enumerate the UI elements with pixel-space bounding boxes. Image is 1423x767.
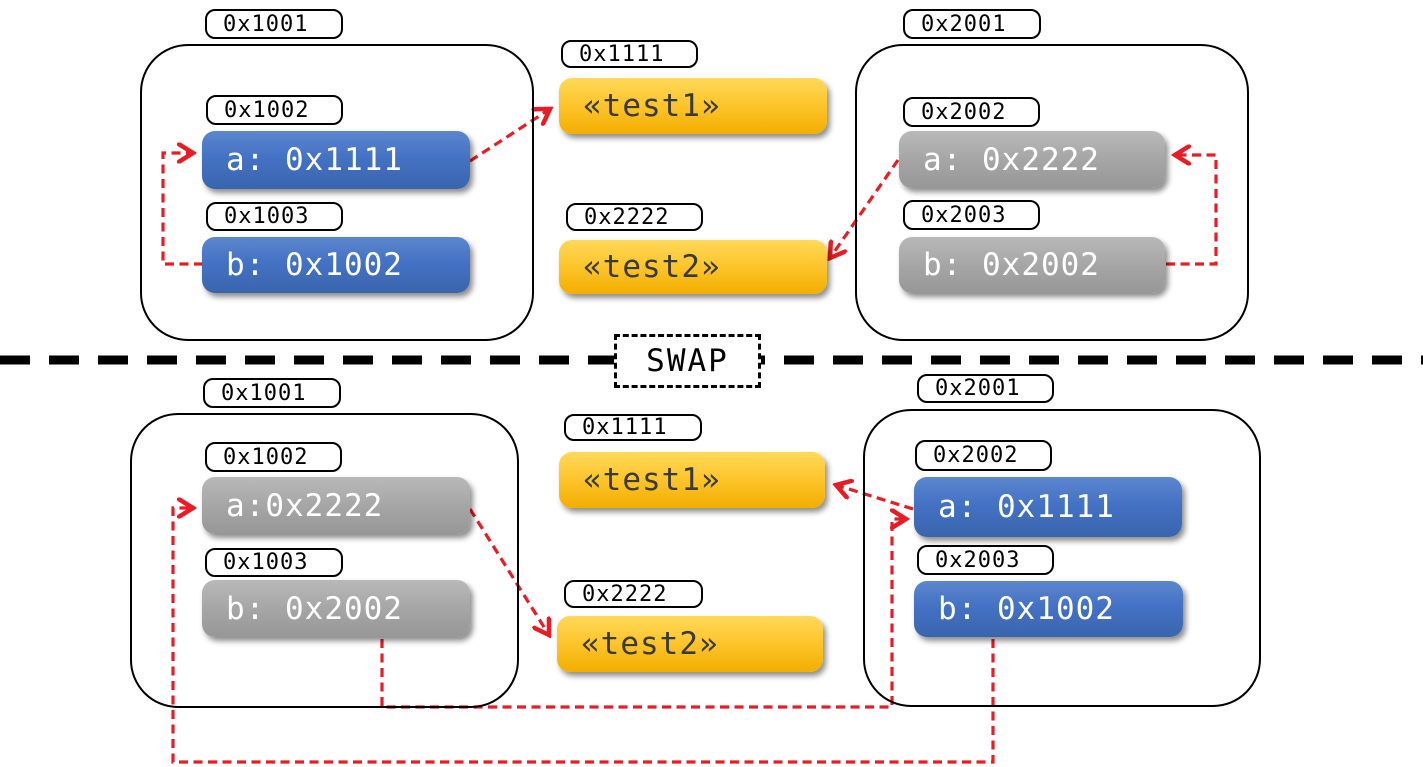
address-tab-slot-b-left-before: 0x1003: [206, 202, 343, 231]
cell-a-right-after: a: 0x1111: [914, 477, 1182, 537]
heap-cell-test1-before: «test1»: [559, 78, 827, 134]
cell-b-left-after: b: 0x2002: [202, 580, 470, 637]
frame-left-before: [140, 44, 534, 341]
cell-b-left-before: b: 0x1002: [202, 237, 470, 293]
frame-right-after: [863, 409, 1261, 707]
address-tab-slot-a-right-before: 0x2002: [903, 97, 1040, 127]
address-tab-frame-right-before: 0x2001: [903, 9, 1041, 39]
address-tab-slot-a-right-after: 0x2002: [915, 440, 1052, 471]
address-tab-test2-before: 0x2222: [566, 203, 703, 231]
cell-a-right-before: a: 0x2222: [899, 131, 1165, 188]
address-tab-test2-after: 0x2222: [564, 580, 703, 608]
swap-label-box: SWAP: [614, 334, 761, 388]
address-tab-slot-b-left-after: 0x1003: [205, 548, 343, 577]
address-tab-slot-b-right-after: 0x2003: [917, 545, 1054, 575]
cell-a-left-before: a: 0x1111: [202, 131, 470, 189]
cell-b-right-before: b: 0x2002: [899, 237, 1165, 293]
heap-cell-test2-after: «test2»: [557, 616, 823, 672]
address-tab-slot-a-left-after: 0x1002: [205, 442, 342, 472]
address-tab-slot-b-right-before: 0x2003: [903, 200, 1040, 230]
address-tab-frame-left-before: 0x1001: [205, 9, 343, 39]
address-tab-frame-left-after: 0x1001: [203, 378, 341, 408]
frame-left-after: [130, 413, 519, 708]
address-tab-test1-after: 0x1111: [564, 414, 702, 441]
heap-cell-test1-after: «test1»: [559, 452, 825, 508]
cell-a-left-after: a:0x2222: [202, 477, 470, 534]
cell-b-right-after: b: 0x1002: [914, 581, 1183, 637]
address-tab-test1-before: 0x1111: [561, 40, 698, 68]
address-tab-slot-a-left-before: 0x1002: [206, 95, 343, 125]
address-tab-frame-right-after: 0x2001: [917, 374, 1054, 403]
frame-right-before: [855, 44, 1249, 341]
heap-cell-test2-before: «test2»: [559, 240, 827, 294]
